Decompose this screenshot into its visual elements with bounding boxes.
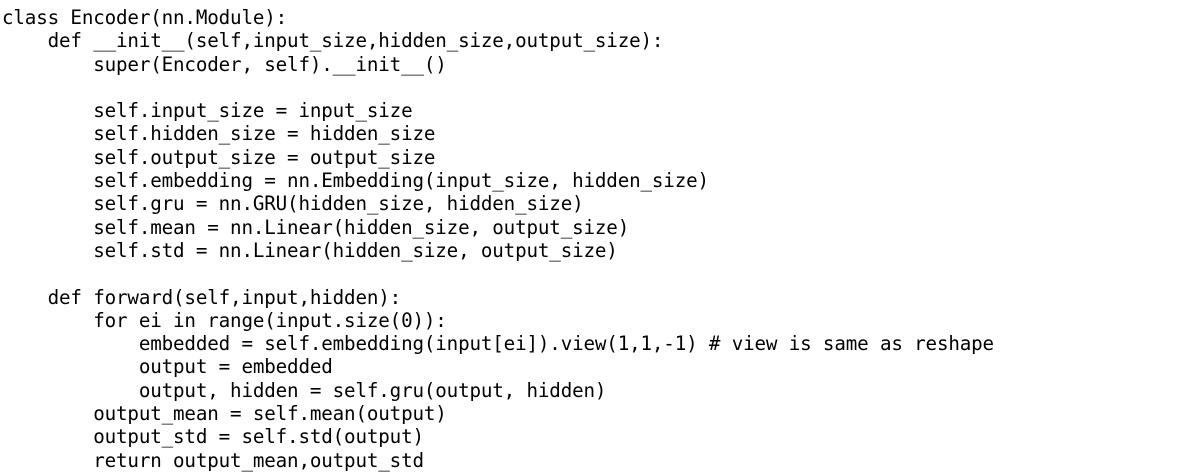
code-line: return output_mean,output_std — [2, 448, 424, 472]
code-line: self.output_size = output_size — [2, 145, 436, 169]
code-line: self.hidden_size = hidden_size — [2, 122, 436, 146]
code-block: class Encoder(nn.Module): def __init__(s… — [2, 6, 1200, 472]
code-line: super(Encoder, self).__init__() — [2, 52, 447, 76]
code-line-blank — [2, 262, 1200, 285]
code-line: self.input_size = input_size — [2, 99, 413, 123]
code-line: output, hidden = self.gru(output, hidden… — [2, 378, 607, 402]
code-line: output = embedded — [2, 355, 333, 379]
code-line: output_std = self.std(output) — [2, 425, 424, 449]
code-line: class Encoder(nn.Module): — [2, 6, 288, 29]
code-line: for ei in range(input.size(0)): — [2, 308, 447, 332]
code-line: self.embedding = nn.Embedding(input_size… — [2, 169, 709, 193]
code-line: output_mean = self.mean(output) — [2, 402, 447, 426]
code-line: self.std = nn.Linear(hidden_size, output… — [2, 238, 618, 262]
code-line-blank — [2, 76, 1200, 99]
code-line: def forward(self,input,hidden): — [2, 285, 402, 309]
code-line: self.mean = nn.Linear(hidden_size, outpu… — [2, 215, 630, 239]
code-content: class Encoder(nn.Module): def __init__(s… — [2, 6, 1200, 472]
code-line: self.gru = nn.GRU(hidden_size, hidden_si… — [2, 192, 584, 216]
code-line: embedded = self.embedding(input[ei]).vie… — [2, 332, 994, 356]
code-line: def __init__(self,input_size,hidden_size… — [2, 29, 664, 53]
